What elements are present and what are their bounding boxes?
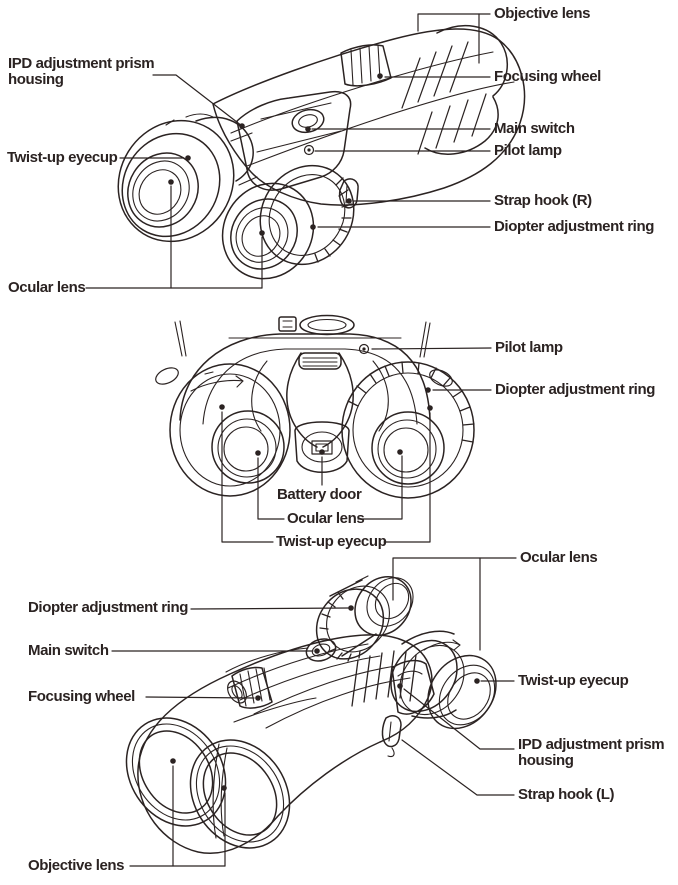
label-diopter-adjustment-ring: Diopter adjustment ring bbox=[28, 599, 188, 616]
underside-view-illustration bbox=[125, 575, 497, 854]
label-twist-up-eyecup: Twist-up eyecup bbox=[276, 533, 387, 550]
side-view-illustration bbox=[117, 25, 526, 280]
label-ocular-lens: Ocular lens bbox=[287, 510, 365, 527]
front-view-illustration bbox=[155, 314, 475, 499]
leader-lines bbox=[85, 13, 517, 867]
label-ipd-adjustment-prism-housing: IPD adjustment prism housing bbox=[8, 55, 155, 89]
label-strap-hook-r: Strap hook (R) bbox=[494, 192, 592, 209]
label-strap-hook-l: Strap hook (L) bbox=[518, 786, 615, 803]
label-diopter-adjustment-ring: Diopter adjustment ring bbox=[495, 381, 655, 398]
label-diopter-adjustment-ring: Diopter adjustment ring bbox=[494, 218, 654, 235]
label-pilot-lamp: Pilot lamp bbox=[495, 339, 563, 356]
label-focusing-wheel: Focusing wheel bbox=[494, 68, 601, 85]
label-battery-door: Battery door bbox=[277, 486, 362, 503]
label-main-switch: Main switch bbox=[494, 120, 575, 137]
label-main-switch: Main switch bbox=[28, 642, 109, 659]
label-ipd-adjustment-prism-housing: IPD adjustment prism housing bbox=[518, 736, 665, 770]
label-ocular-lens: Ocular lens bbox=[520, 549, 598, 566]
label-ocular-lens: Ocular lens bbox=[8, 279, 86, 296]
label-twist-up-eyecup: Twist-up eyecup bbox=[518, 672, 629, 689]
label-objective-lens: Objective lens bbox=[28, 857, 125, 874]
label-focusing-wheel: Focusing wheel bbox=[28, 688, 135, 705]
label-objective-lens: Objective lens bbox=[494, 5, 591, 22]
label-pilot-lamp: Pilot lamp bbox=[494, 142, 562, 159]
label-twist-up-eyecup: Twist-up eyecup bbox=[7, 149, 118, 166]
